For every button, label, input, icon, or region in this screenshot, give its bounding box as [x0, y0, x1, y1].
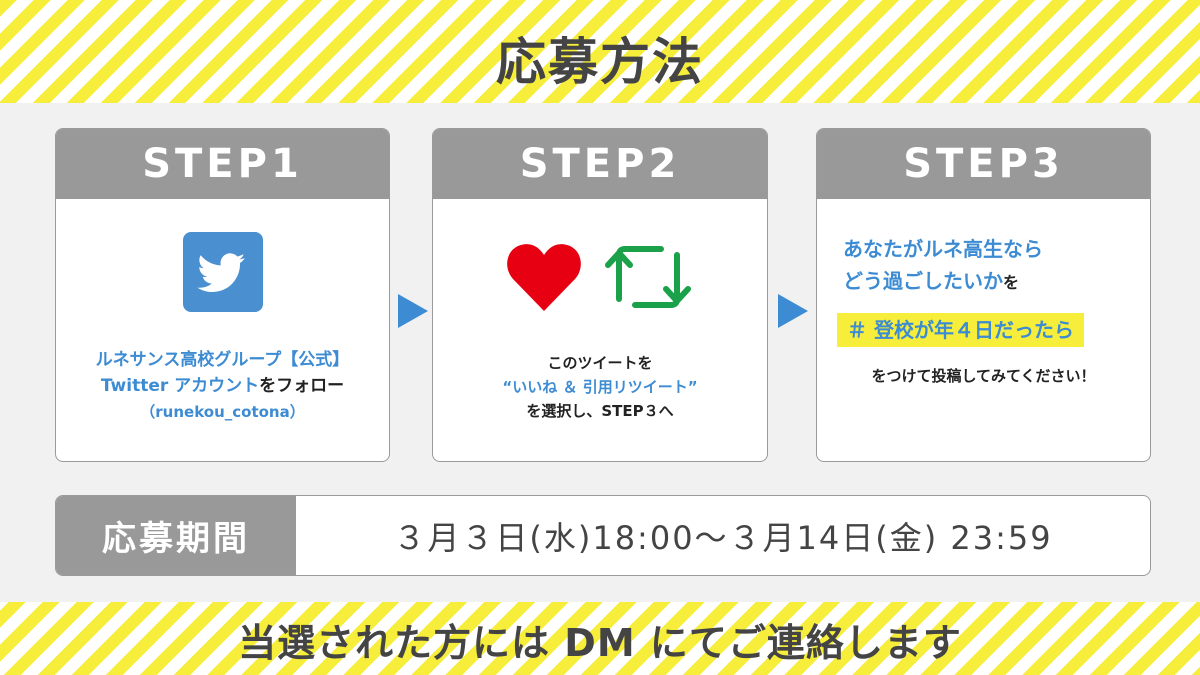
step-3-card: STEP3 あなたがルネ高生なら どう過ごしたいかを ＃ 登校が年４日だったら …: [816, 128, 1151, 462]
step-3-headline: あなたがルネ高生なら どう過ごしたいかを: [843, 233, 1143, 299]
footer-note: 当選された方には DM にてご連絡します: [238, 621, 962, 665]
step-3-hashtag: ＃ 登校が年４日だったら: [837, 313, 1084, 347]
step-1-description: ルネサンス高校グループ【公式】 Twitter アカウントをフォロー （rune…: [56, 347, 389, 425]
step-2-label: STEP2: [433, 129, 767, 199]
arrow-right-icon: [778, 294, 808, 328]
step-1-twitter-account: Twitter アカウント: [100, 376, 260, 396]
heart-icon: [505, 241, 583, 313]
step-2-card: STEP2 このツイートを “いいね ＆ 引用リツイート” を選択し、STEP３…: [432, 128, 768, 462]
step-1-label: STEP1: [56, 129, 389, 199]
step-1-handle: （runekou_cotona）: [140, 403, 305, 421]
step-3-label: STEP3: [817, 129, 1150, 199]
step-1-follow-text: をフォロー: [259, 376, 345, 396]
step-2-description: このツイートを “いいね ＆ 引用リツイート” を選択し、STEP３へ: [433, 351, 767, 423]
step-3-headline-suffix: を: [1003, 273, 1020, 292]
retweet-icon: [605, 239, 691, 315]
step-1-card: STEP1 ルネサンス高校グループ【公式】 Twitter アカウントをフォロー…: [55, 128, 390, 462]
step-2-line1: このツイートを: [547, 354, 653, 372]
step-3-headline-line2: どう過ごしたいか: [843, 269, 1003, 293]
step-2-line3: を選択し、STEP３へ: [526, 402, 674, 420]
period-label: 応募期間: [56, 496, 296, 575]
step-2-like-retweet: “いいね ＆ 引用リツイート”: [502, 378, 698, 396]
arrow-right-icon: [398, 294, 428, 328]
step-1-account-name: ルネサンス高校グループ【公式】: [95, 350, 350, 370]
page-title: 応募方法: [496, 33, 704, 91]
period-value: ３月３日(水)18:00〜３月14日(金) 23:59: [393, 518, 1053, 557]
step-3-headline-line1: あなたがルネ高生なら: [843, 237, 1043, 261]
twitter-bird-icon: [183, 232, 263, 312]
step-3-instruction: をつけて投稿してみてください！: [871, 367, 1096, 385]
application-period: 応募期間 ３月３日(水)18:00〜３月14日(金) 23:59: [55, 495, 1151, 576]
